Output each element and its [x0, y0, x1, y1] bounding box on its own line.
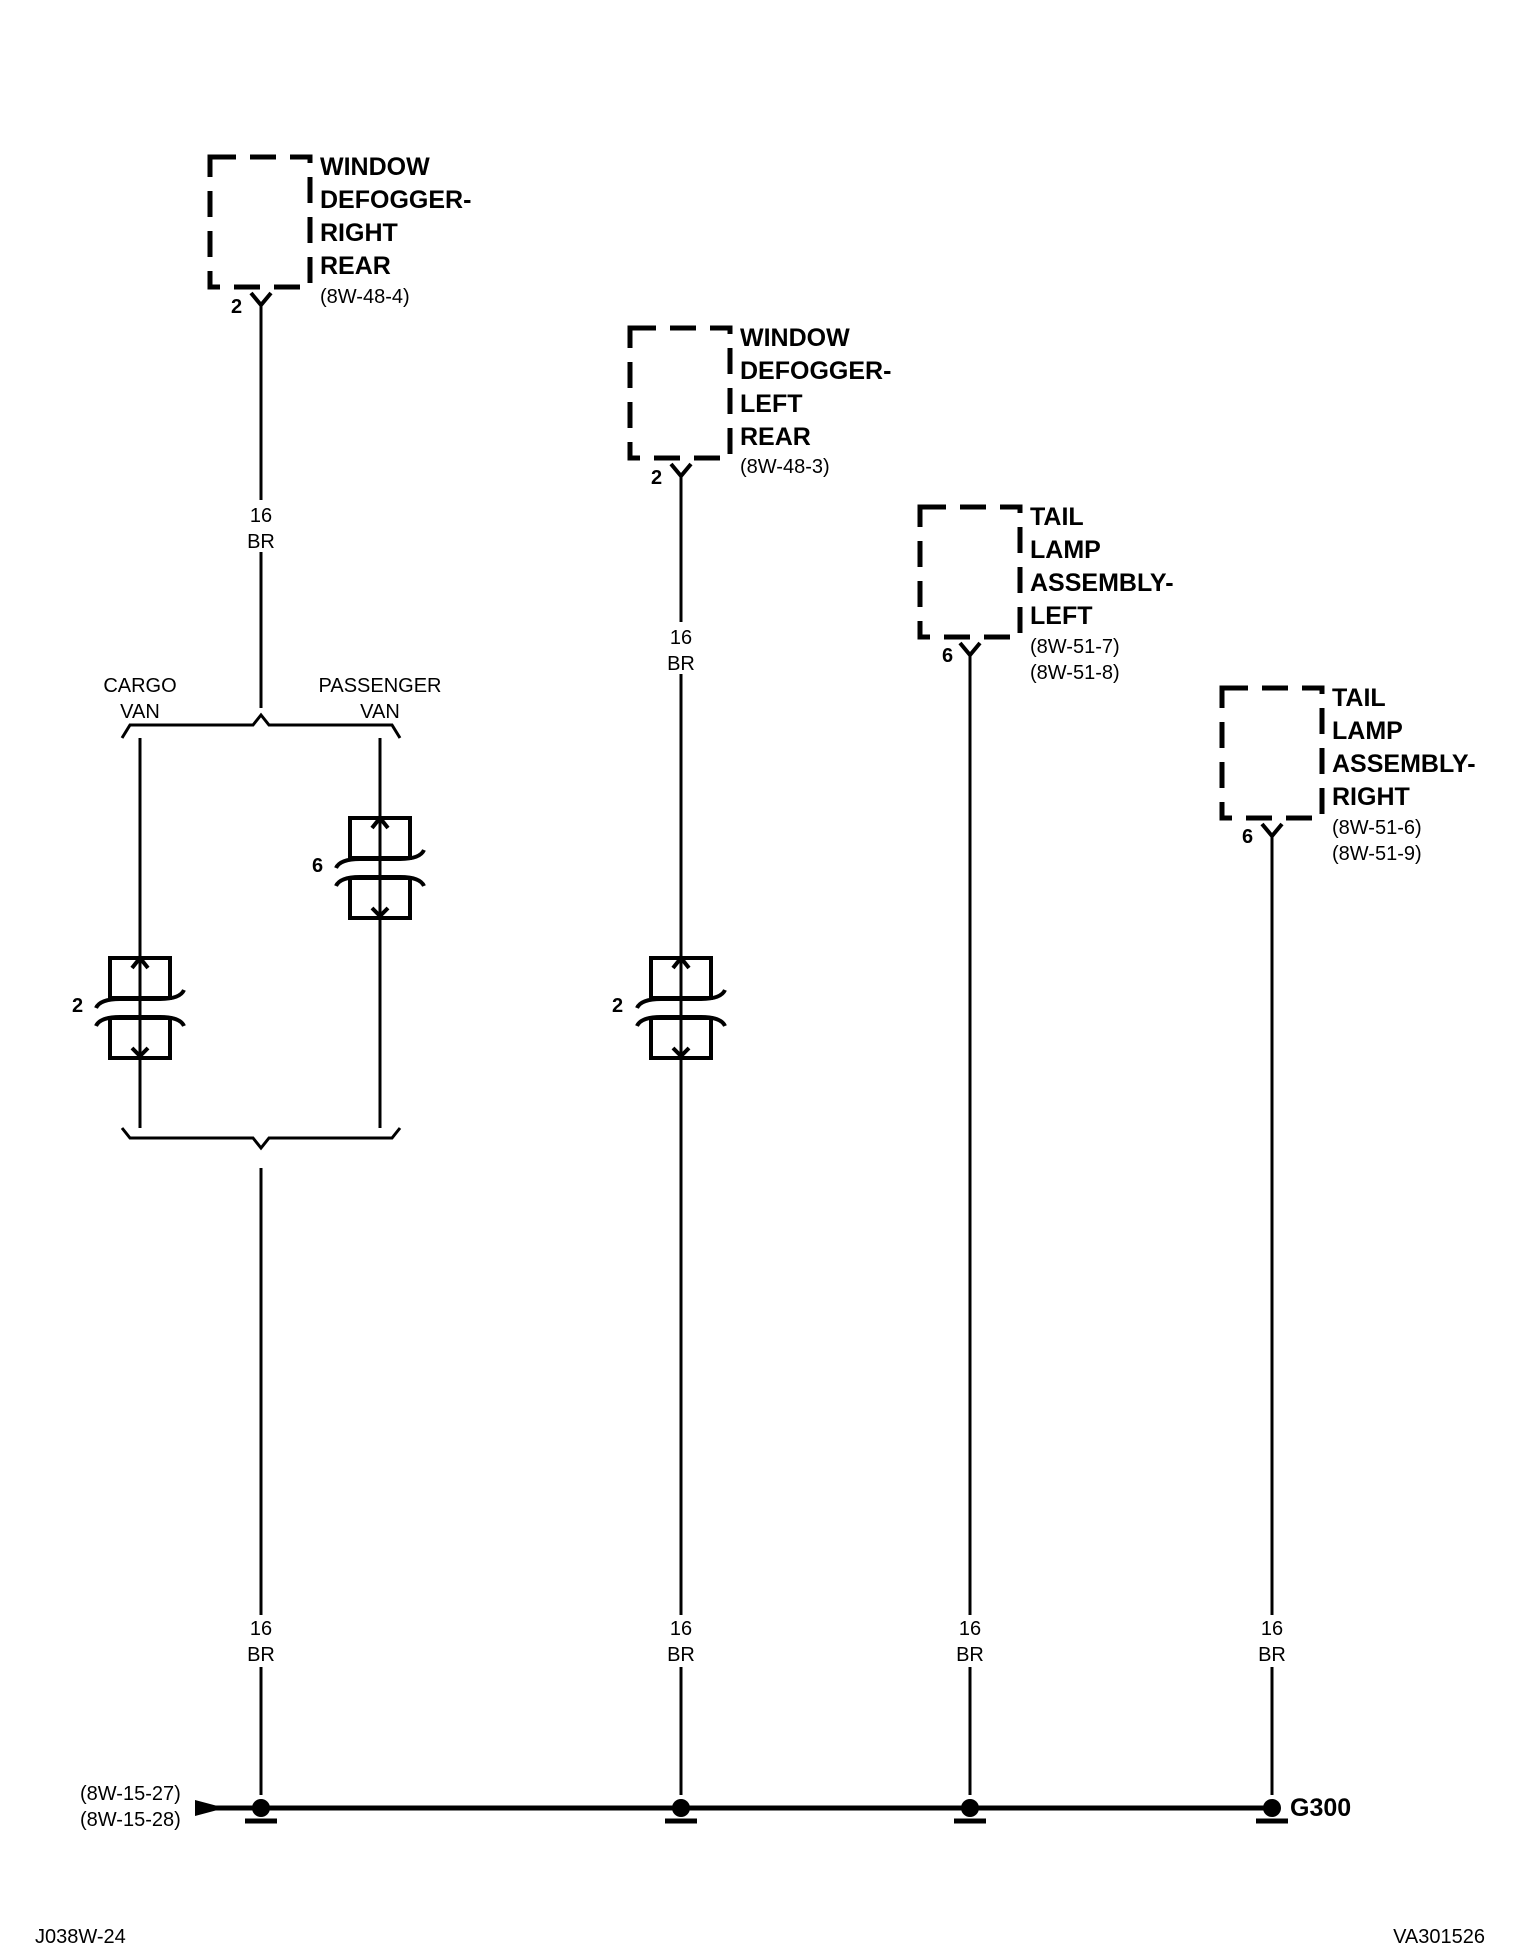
defogger-right-rear-component: WINDOW DEFOGGER- RIGHT REAR (8W-48-4) 2: [207, 153, 471, 318]
tail-lamp-left-ref-2: (8W-51-8): [1030, 662, 1120, 684]
wire-2-upper-gauge: 16: [670, 627, 692, 649]
splice-dot-2: [672, 1799, 690, 1817]
ground-ref-2: (8W-15-28): [80, 1809, 181, 1831]
splice-dot-1: [252, 1799, 270, 1817]
tail-lamp-right-ref-2: (8W-51-9): [1332, 843, 1422, 865]
tail-lamp-left-ref-1: (8W-51-7): [1030, 636, 1120, 658]
wire-4-color: BR: [1258, 1644, 1286, 1666]
defogger-right-pin: 2: [231, 296, 242, 318]
ground-reference-arrow: [195, 1800, 225, 1816]
cargo-connector-pin-arrow: [130, 954, 150, 970]
option-bracket-bottom: [120, 1127, 402, 1151]
footer-right-code: VA301526: [1393, 1926, 1485, 1948]
defogger-right-title-2: DEFOGGER-: [320, 186, 471, 214]
defogger-left-title-2: DEFOGGER-: [740, 357, 891, 385]
defogger-left-title-3: LEFT: [740, 390, 803, 418]
splice-node-1: [245, 1799, 277, 1824]
cargo-connector-socket-arrow: [130, 1046, 150, 1059]
tail-lamp-right-pin-terminal: [1260, 822, 1284, 840]
wire-1-upper-gauge: 16: [250, 505, 272, 527]
defogger-right-rear-box: [207, 154, 313, 290]
cargo-connector-pin: 2: [72, 995, 83, 1017]
tail-lamp-right-pin: 6: [1242, 826, 1253, 848]
tail-lamp-left-title-4: LEFT: [1030, 602, 1093, 630]
passenger-connector-arc-top: [334, 848, 426, 870]
defogger-left-title-4: REAR: [740, 423, 811, 451]
ground-dot: [1263, 1799, 1281, 1817]
ground-g300-node: [1256, 1799, 1288, 1824]
left-connector-pin-arrow: [671, 954, 691, 970]
tail-lamp-right-title-4: RIGHT: [1332, 783, 1410, 811]
tail-lamp-left-title-2: LAMP: [1030, 536, 1101, 564]
splice-dot-3: [961, 1799, 979, 1817]
tail-lamp-left-component: TAIL LAMP ASSEMBLY- LEFT (8W-51-7) (8W-5…: [917, 503, 1174, 684]
cargo-van-inline-connector: 2: [72, 954, 186, 1060]
passenger-van-label-1: PASSENGER: [319, 675, 442, 697]
option-bracket-top: [120, 712, 402, 739]
tail-lamp-right-box: [1219, 685, 1325, 821]
wire-2-lower-color: BR: [667, 1644, 695, 1666]
tail-lamp-right-title-1: TAIL: [1332, 684, 1386, 712]
defogger-left-pin: 2: [651, 467, 662, 489]
passenger-van-label-2: VAN: [360, 701, 400, 723]
wire-3-color: BR: [956, 1644, 984, 1666]
wire-2-upper-color: BR: [667, 653, 695, 675]
defogger-left-title-1: WINDOW: [740, 324, 850, 352]
tail-lamp-left-pin: 6: [942, 645, 953, 667]
wire-4-gauge: 16: [1261, 1618, 1283, 1640]
left-connector-arc-bottom: [635, 1015, 727, 1028]
passenger-connector-pin: 6: [312, 855, 323, 877]
tail-lamp-right-component: TAIL LAMP ASSEMBLY- RIGHT (8W-51-6) (8W-…: [1219, 684, 1476, 865]
wire-1-lower-gauge: 16: [250, 1618, 272, 1640]
tail-lamp-right-title-3: ASSEMBLY-: [1332, 750, 1476, 778]
tail-lamp-right-ref-1: (8W-51-6): [1332, 817, 1422, 839]
passenger-connector-socket-arrow: [370, 906, 390, 919]
tail-lamp-right-title-2: LAMP: [1332, 717, 1403, 745]
defogger-right-title-3: RIGHT: [320, 219, 398, 247]
defogger-left-rear-box: [627, 325, 733, 461]
left-connector-pin: 2: [612, 995, 623, 1017]
tail-lamp-left-title-1: TAIL: [1030, 503, 1084, 531]
splice-node-3: [954, 1799, 986, 1824]
cargo-van-label-1: CARGO: [103, 675, 176, 697]
ground-bus: (8W-15-27) (8W-15-28) G300: [80, 1783, 1351, 1831]
passenger-connector-arc-bottom: [334, 875, 426, 888]
left-connector-arc-top: [635, 988, 727, 1010]
cargo-connector-arc-top: [94, 988, 186, 1010]
passenger-connector-pin-arrow: [370, 814, 390, 830]
passenger-van-inline-connector: 6: [312, 814, 426, 920]
tail-lamp-left-box: [917, 504, 1023, 640]
wire-2-lower-gauge: 16: [670, 1618, 692, 1640]
wire-1-upper-color: BR: [247, 531, 275, 553]
defogger-left-rear-component: WINDOW DEFOGGER- LEFT REAR (8W-48-3) 2: [627, 324, 891, 489]
defogger-right-title-4: REAR: [320, 252, 391, 280]
wire-1-lower-color: BR: [247, 1644, 275, 1666]
footer-left-code: J038W-24: [35, 1926, 126, 1948]
tail-lamp-left-title-3: ASSEMBLY-: [1030, 569, 1174, 597]
defogger-right-pin-terminal: [249, 291, 273, 309]
cargo-connector-arc-bottom: [94, 1015, 186, 1028]
ground-label: G300: [1290, 1794, 1351, 1822]
wire-3-gauge: 16: [959, 1618, 981, 1640]
defogger-left-ref: (8W-48-3): [740, 456, 830, 478]
defogger-right-title-1: WINDOW: [320, 153, 430, 181]
cargo-van-label-2: VAN: [120, 701, 160, 723]
left-defogger-inline-connector: 2: [612, 954, 727, 1060]
splice-node-2: [665, 1799, 697, 1824]
left-connector-socket-arrow: [671, 1046, 691, 1059]
ground-ref-1: (8W-15-27): [80, 1783, 181, 1805]
tail-lamp-left-pin-terminal: [958, 641, 982, 659]
defogger-left-pin-terminal: [669, 462, 693, 480]
defogger-right-ref: (8W-48-4): [320, 286, 410, 308]
